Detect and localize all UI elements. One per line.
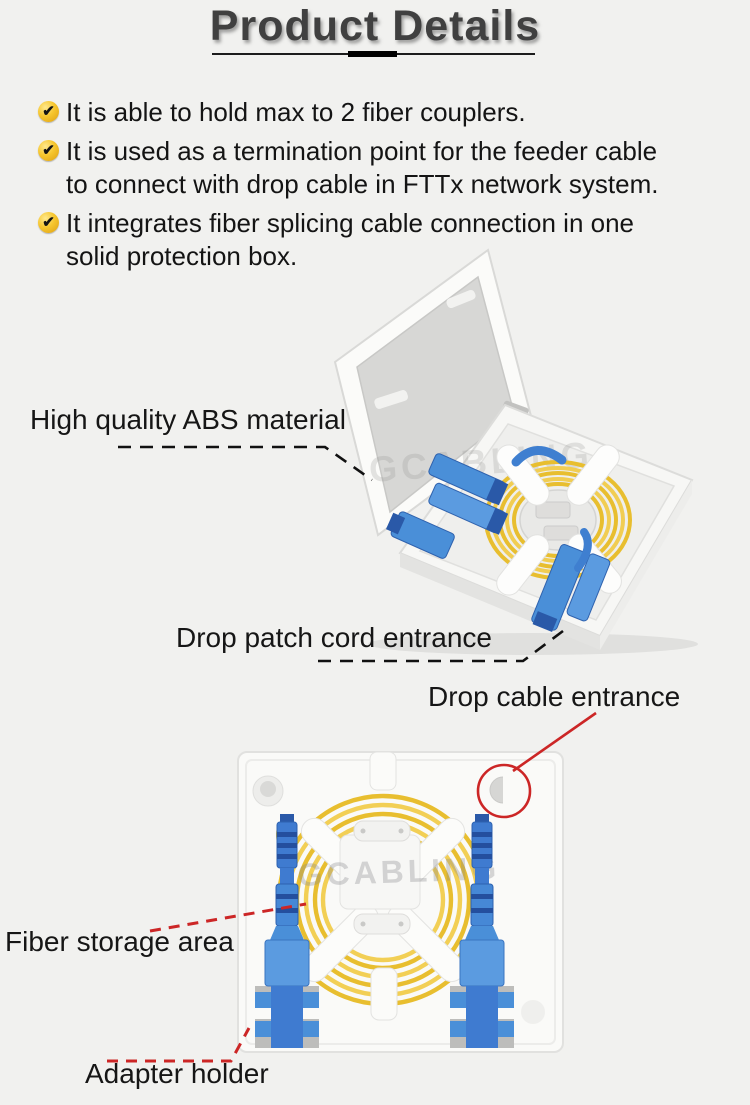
label-drop-patch-cord: Drop patch cord entrance [176, 622, 492, 653]
feature-item: ✔ It is able to hold max to 2 fiber coup… [38, 96, 738, 129]
corner-recess [521, 1000, 545, 1024]
sc-connector-wall [385, 511, 455, 559]
feature-text: It is able to hold max to 2 fiber couple… [66, 96, 526, 129]
patch-cord [574, 528, 592, 572]
sc-connector-stack-right [450, 814, 514, 1048]
feature-item: ✔ It is used as a termination point for … [38, 135, 738, 201]
label-abs-material: High quality ABS material [30, 404, 346, 435]
feature-line: It is used as a termination point for th… [66, 136, 658, 166]
watermark: GCABLING [297, 850, 501, 893]
label-adapter-holder: Adapter holder [85, 1058, 269, 1089]
top-tab [369, 751, 397, 791]
feature-line: to connect with drop cable in FTTx netwo… [66, 169, 659, 199]
open-box-product-image: GCABLING [333, 248, 698, 655]
lid-tab [374, 390, 408, 409]
box-lid-inner-face [356, 275, 515, 514]
label-fiber-storage: Fiber storage area [5, 926, 234, 957]
splice-clip [353, 820, 411, 842]
splice-holder [535, 501, 571, 519]
feature-text: It is used as a termination point for th… [66, 135, 658, 201]
check-icon: ✔ [38, 101, 59, 122]
top-view-product-image: GCABLING [237, 751, 564, 1053]
feature-line: It is able to hold max to 2 fiber couple… [66, 97, 526, 127]
page-title: Product Details [209, 2, 541, 50]
mount-hole [260, 781, 276, 797]
patch-cord [511, 446, 567, 467]
retaining-tabs [496, 444, 622, 596]
box-base-right-wall [600, 480, 692, 650]
feature-line: It integrates fiber splicing cable conne… [66, 208, 635, 238]
check-icon: ✔ [38, 140, 59, 161]
sc-connector-bottom [531, 543, 611, 633]
header: Product Details [0, 0, 750, 51]
sc-connector-left [428, 453, 509, 535]
title-underline [212, 51, 535, 57]
splice-clip [353, 913, 411, 935]
lid-tab [446, 289, 476, 309]
check-icon: ✔ [38, 212, 59, 233]
bottom-tab [370, 967, 398, 1021]
title-underline-accent [348, 51, 397, 57]
feature-text: It integrates fiber splicing cable conne… [66, 207, 634, 273]
feature-item: ✔ It integrates fiber splicing cable con… [38, 207, 738, 273]
feature-list: ✔ It is able to hold max to 2 fiber coup… [38, 96, 738, 279]
feature-line: solid protection box. [66, 241, 298, 271]
box-body-inner-edge [245, 759, 556, 1045]
splice-holder [543, 525, 579, 541]
label-drop-cable: Drop cable entrance [428, 681, 681, 712]
